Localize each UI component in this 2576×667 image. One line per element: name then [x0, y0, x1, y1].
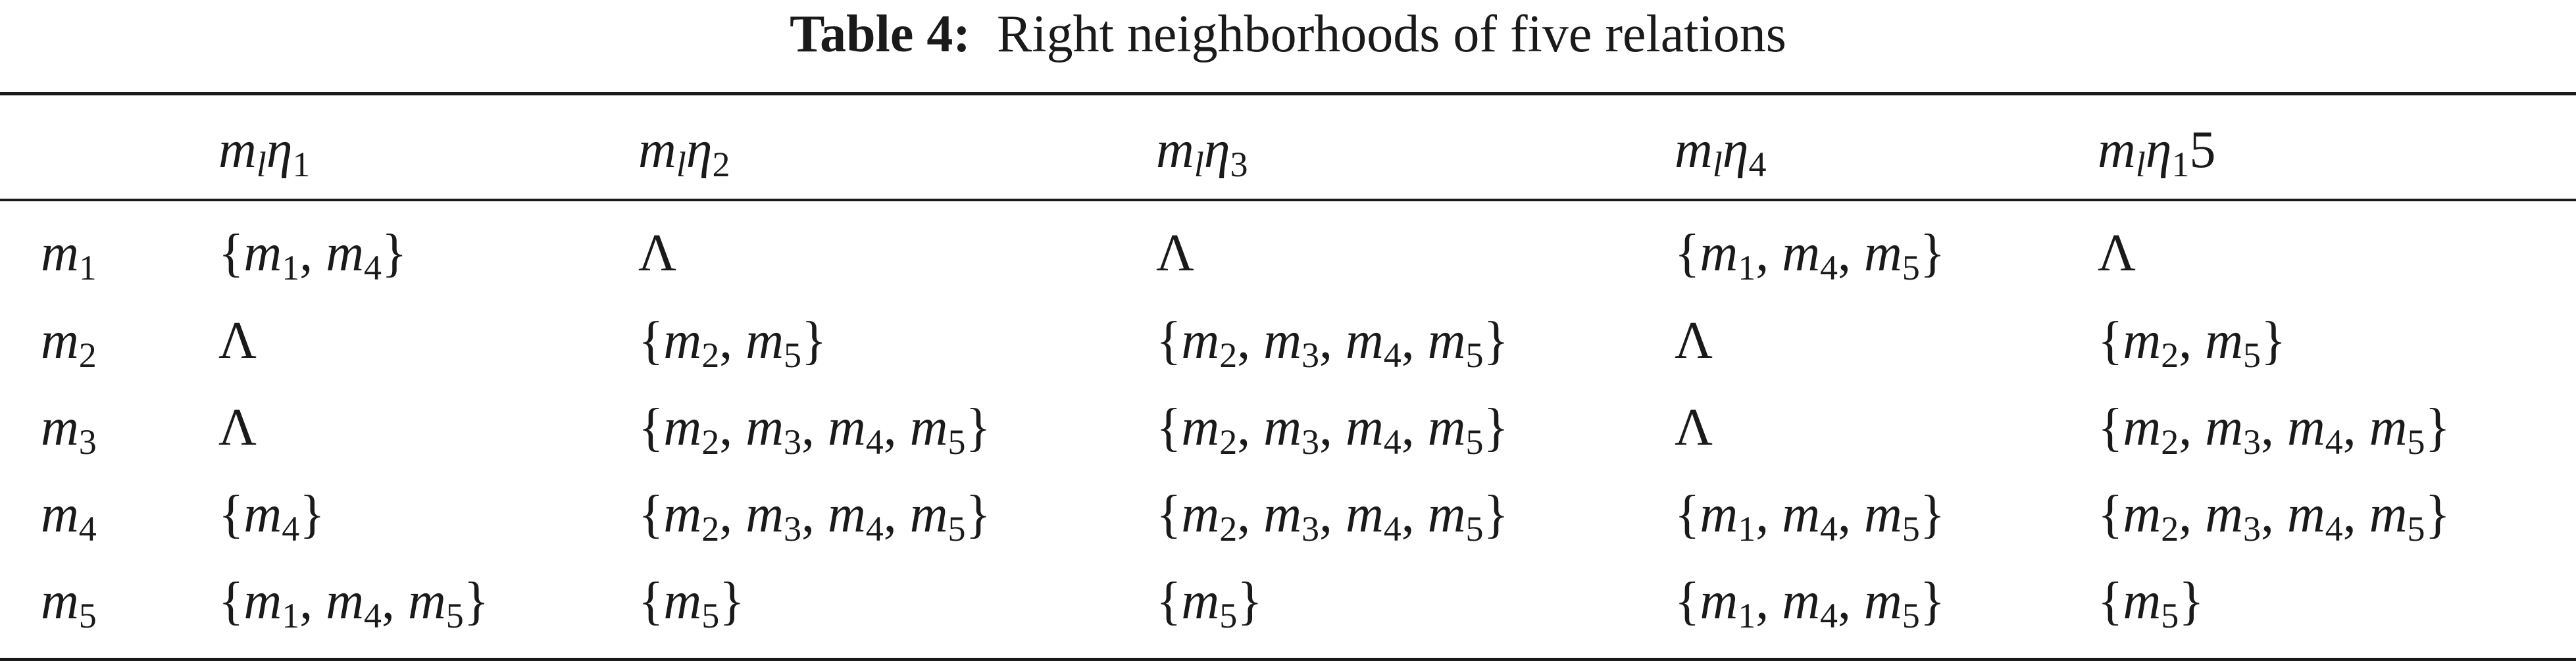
empty-set-symbol: Λ [2098, 224, 2136, 282]
table-cell: {m2, m3, m4, m5} [638, 399, 991, 462]
column-header-3: mlη3 [1156, 121, 1248, 184]
top-rule [0, 92, 2576, 95]
table-cell: {m5} [638, 572, 745, 635]
empty-set-symbol: Λ [218, 312, 257, 370]
column-header-2: mlη2 [638, 121, 730, 184]
table-cell: {m2, m3, m4, m5} [1156, 399, 1509, 462]
empty-set-symbol: Λ [1675, 399, 1713, 457]
table-cell: {m1, m4, m5} [218, 572, 490, 635]
row-label-5: m5 [41, 572, 97, 635]
bottom-rule [0, 658, 2576, 661]
table-cell: {m5} [2098, 572, 2204, 635]
table-cell: {m2, m3, m4, m5} [2098, 399, 2450, 462]
table-cell: {m2, m3, m4, m5} [2098, 485, 2450, 549]
empty-set-symbol: Λ [1156, 224, 1195, 282]
table-cell: {m2, m5} [638, 312, 827, 375]
table-cell: Λ [2098, 220, 2136, 286]
table-cell: {m2, m5} [2098, 312, 2286, 375]
row-label-4: m4 [41, 485, 97, 549]
table-cell: {m1, m4, m5} [1675, 572, 1946, 635]
table-cell: {m2, m3, m4, m5} [638, 485, 991, 549]
table-cell: {m4} [218, 485, 325, 549]
row-label-3: m3 [41, 399, 97, 462]
header-rule [0, 199, 2576, 201]
table-cell: {m1, m4, m5} [1675, 485, 1946, 549]
empty-set-symbol: Λ [1675, 312, 1713, 370]
empty-set-symbol: Λ [638, 224, 677, 282]
empty-set-symbol: Λ [218, 399, 257, 457]
table-cell: Λ [638, 220, 676, 286]
row-label-1: m1 [41, 224, 97, 287]
table-cell: {m1, m4, m5} [1675, 224, 1946, 287]
table-cell: {m1, m4} [218, 224, 407, 287]
column-header-1: mlη1 [218, 121, 311, 184]
table-caption: Table 4: Right neighborhoods of five rel… [0, 1, 2576, 67]
table-cell: Λ [218, 395, 257, 460]
caption-text: Right neighborhoods of five relations [997, 5, 1786, 63]
table-cell: {m2, m3, m4, m5} [1156, 485, 1509, 549]
table-cell: {m2, m3, m4, m5} [1156, 312, 1509, 375]
table-cell: Λ [1156, 220, 1194, 286]
column-header-4: mlη4 [1675, 121, 1767, 184]
caption-label: Table 4: [790, 5, 971, 63]
table-cell: Λ [1675, 395, 1713, 460]
table-cell: Λ [218, 308, 257, 374]
row-label-2: m2 [41, 312, 97, 375]
column-header-5: mlη15 [2098, 121, 2216, 184]
table-cell: Λ [1675, 308, 1713, 374]
table-cell: {m5} [1156, 572, 1263, 635]
